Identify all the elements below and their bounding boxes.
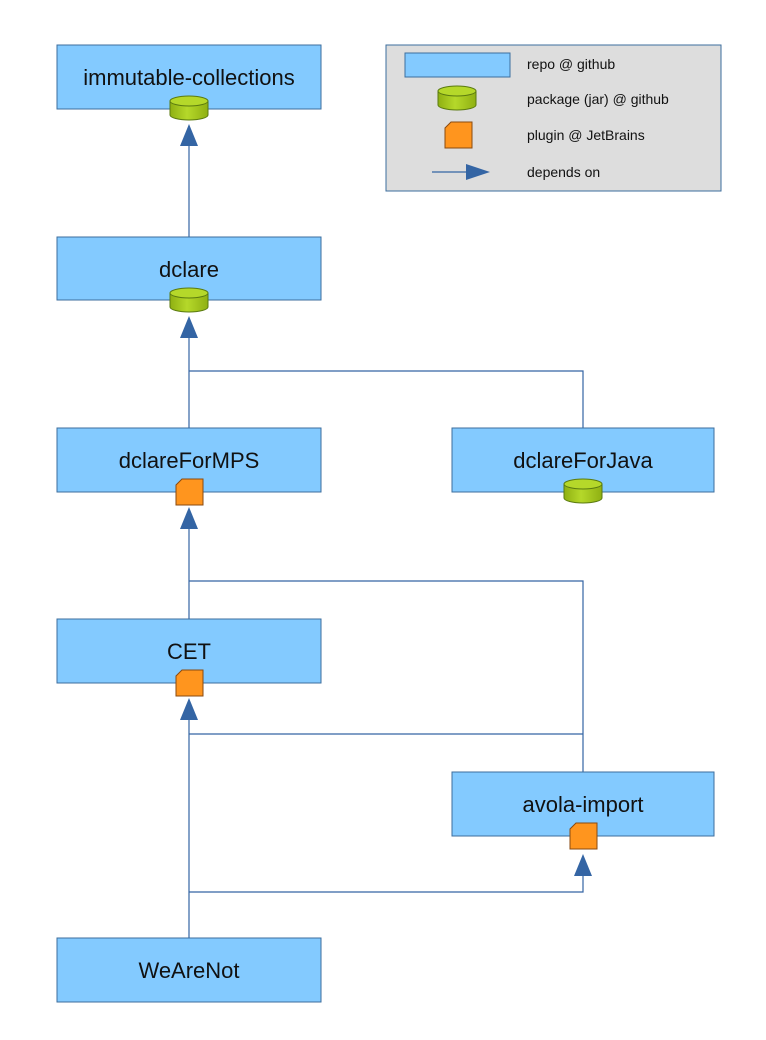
node-label: avola-import <box>522 792 643 817</box>
legend-repo-label: repo @ github <box>527 56 615 72</box>
legend-plugin-icon <box>444 121 473 149</box>
legend-depends-label: depends on <box>527 164 600 180</box>
legend: repo @ github package (jar) @ github plu… <box>385 44 722 192</box>
arrowhead-avola-import <box>574 854 592 876</box>
node-label: dclare <box>159 257 219 282</box>
node-dclareforjava[interactable]: dclareForJava <box>451 427 715 504</box>
node-label: dclareForJava <box>513 448 653 473</box>
legend-package-icon <box>437 85 477 111</box>
node-label: dclareForMPS <box>119 448 260 473</box>
arrowhead-dclareformps <box>180 507 198 529</box>
repo-box <box>56 937 322 1003</box>
edge-avola-import-to-dclareformps <box>189 580 584 772</box>
plugin-icon <box>569 822 598 850</box>
node-immutable-collections[interactable]: immutable-collections <box>56 44 322 121</box>
edge-wearenot-to-avola-import <box>189 876 584 893</box>
arrowhead-dclare <box>180 316 198 338</box>
node-label: WeAreNot <box>138 958 239 983</box>
node-label: immutable-collections <box>83 65 295 90</box>
node-dclare[interactable]: dclare <box>56 236 322 313</box>
node-dclareformps[interactable]: dclareForMPS <box>56 427 322 506</box>
plugin-icon <box>175 478 204 506</box>
plugin-icon <box>175 669 204 697</box>
package-icon <box>563 478 603 504</box>
connector-lines <box>188 146 584 938</box>
node-avola-import[interactable]: avola-import <box>451 771 715 850</box>
legend-arrow-icon <box>432 164 490 180</box>
node-cet[interactable]: CET <box>56 618 322 697</box>
package-icon <box>169 287 209 313</box>
legend-package-label: package (jar) @ github <box>527 91 669 107</box>
edge-dclareforjava-to-dclare <box>189 370 584 428</box>
arrowhead-immutable-collections <box>180 124 198 146</box>
legend-repo-swatch <box>404 52 511 78</box>
legend-plugin-label: plugin @ JetBrains <box>527 127 645 143</box>
package-icon <box>169 95 209 121</box>
node-wearenot[interactable]: WeAreNot <box>56 937 322 1003</box>
node-label: CET <box>167 639 211 664</box>
arrowhead-cet <box>180 698 198 720</box>
